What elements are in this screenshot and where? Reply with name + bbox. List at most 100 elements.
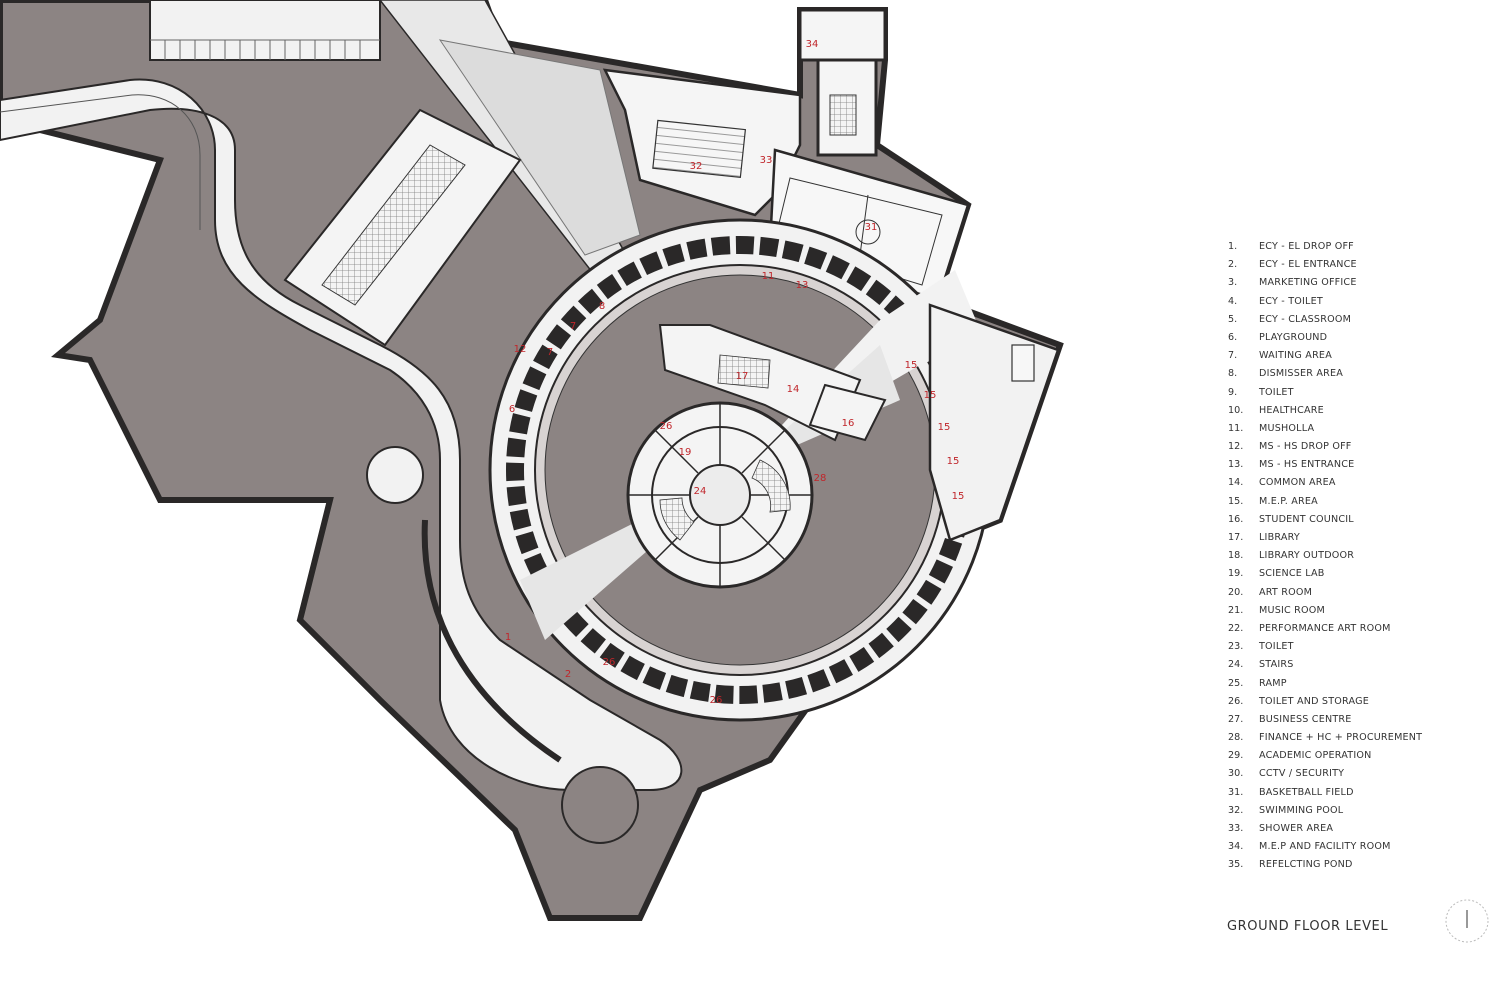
legend-number: 34. xyxy=(1228,841,1244,853)
parking-stalls xyxy=(150,39,380,60)
student-council-block xyxy=(808,383,887,442)
legend-number: 13. xyxy=(1228,459,1244,471)
legend-item: 21.MUSIC ROOM xyxy=(1228,604,1422,622)
legend-label: PERFORMANCE ART ROOM xyxy=(1259,622,1391,634)
legend-number: 6. xyxy=(1228,331,1238,343)
legend-item: 17. LIBRARY xyxy=(1228,531,1422,549)
legend-number: 17. xyxy=(1228,532,1244,543)
room-label-28: 28 xyxy=(814,473,827,484)
room-label-26: 26 xyxy=(660,421,673,432)
legend-item: 14. COMMON AREA xyxy=(1228,476,1422,494)
room-label-26: 26 xyxy=(710,695,723,706)
legend-label: SWIMMING POOL xyxy=(1259,804,1344,816)
legend-number: 12. xyxy=(1228,441,1244,453)
legend-label: MS - HS ENTRANCE xyxy=(1259,459,1355,471)
legend-item: 19.SCIENCE LAB xyxy=(1228,567,1422,585)
legend-label: ECY - EL ENTRANCE xyxy=(1259,259,1357,271)
legend-label: TOILET xyxy=(1259,641,1294,653)
room-label-12: 12 xyxy=(514,344,527,355)
legend-label: TOILET AND STORAGE xyxy=(1259,695,1370,707)
legend-item: 20.ART ROOM xyxy=(1228,586,1422,604)
legend-label: ACADEMIC OPERATION xyxy=(1259,750,1372,762)
room-label-6: 6 xyxy=(509,404,515,415)
room-label-31: 31 xyxy=(865,222,878,233)
legend-label: WAITING AREA xyxy=(1259,350,1332,362)
legend-item: 35. REFELCTING POND xyxy=(1228,858,1422,876)
roundabout-upper xyxy=(366,446,424,504)
legend-item: 13. MS - HS ENTRANCE xyxy=(1228,458,1422,476)
legend-label: BASKETBALL FIELD xyxy=(1259,786,1354,798)
legend-item: 33.SHOWER AREA xyxy=(1228,822,1422,840)
room-label-8: 8 xyxy=(599,301,605,312)
legend-item: 10. HEALTHCARE xyxy=(1228,404,1422,422)
legend-number: 3. xyxy=(1228,277,1238,289)
legend-number: 1. xyxy=(1228,241,1238,252)
room-label-15: 15 xyxy=(947,456,960,467)
east-service-box xyxy=(1011,344,1035,382)
legend-label: RAMP xyxy=(1259,677,1287,689)
legend-item: 24.STAIRS xyxy=(1228,658,1422,676)
legend-item: 16.STUDENT COUNCIL xyxy=(1228,513,1422,531)
legend-item: 26. TOILET AND STORAGE xyxy=(1228,695,1422,713)
legend-item: 34. M.E.P AND FACILITY ROOM xyxy=(1228,840,1422,858)
legend-label: REFELCTING POND xyxy=(1259,859,1353,871)
plan-title: GROUND FLOOR LEVEL xyxy=(1227,919,1389,934)
legend-number: 22. xyxy=(1228,622,1244,634)
library-block xyxy=(658,324,862,442)
room-label-15: 15 xyxy=(952,491,965,502)
legend-number: 33. xyxy=(1228,823,1244,834)
legend-label: MUSHOLLA xyxy=(1259,422,1315,434)
legend-number: 27. xyxy=(1228,713,1244,725)
legend-number: 23. xyxy=(1228,641,1244,653)
legend-number: 5. xyxy=(1228,313,1238,325)
legend-label: CCTV / SECURITY xyxy=(1259,768,1345,780)
legend-label: ECY - EL DROP OFF xyxy=(1259,241,1354,252)
legend-item: 12.MS - HS DROP OFF xyxy=(1228,440,1422,458)
room-labels: 8 7 7 12 6 11 13 15 15 15 15 15 17 14 16… xyxy=(505,39,965,706)
legend-number: 35. xyxy=(1228,859,1244,871)
legend-item: 29.ACADEMIC OPERATION xyxy=(1228,749,1422,767)
legend-item: 31. BASKETBALL FIELD xyxy=(1228,786,1422,804)
legend-label: ECY - CLASSROOM xyxy=(1259,313,1352,325)
legend-label: M.E.P. AREA xyxy=(1259,495,1318,507)
room-label-26: 26 xyxy=(603,657,616,668)
legend-number: 18. xyxy=(1228,550,1244,562)
legend-number: 20. xyxy=(1228,586,1244,598)
legend-item: 23. TOILET xyxy=(1228,640,1422,658)
reflecting-pond xyxy=(561,766,639,844)
room-label-15: 15 xyxy=(905,360,918,371)
legend-label: M.E.P AND FACILITY ROOM xyxy=(1259,841,1391,853)
legend-label: LIBRARY xyxy=(1259,532,1300,543)
legend-label: TOILET xyxy=(1259,386,1294,398)
room-label-15: 15 xyxy=(924,390,937,401)
room-label-15: 15 xyxy=(938,422,951,433)
room-label-2: 2 xyxy=(565,669,571,680)
room-label-7: 7 xyxy=(570,321,576,332)
legend-item: 22. PERFORMANCE ART ROOM xyxy=(1228,622,1422,640)
legend-number: 7. xyxy=(1228,350,1238,362)
legend-number: 31. xyxy=(1228,786,1244,798)
perimeter-ramp xyxy=(421,519,562,763)
legend-number: 9. xyxy=(1228,386,1238,398)
entrance-plaza-wedge xyxy=(438,39,641,256)
room-label-13: 13 xyxy=(796,280,809,291)
legend-number: 26. xyxy=(1228,695,1244,707)
legend-number: 32. xyxy=(1228,804,1244,816)
legend-number: 11. xyxy=(1228,422,1244,434)
legend-number: 10. xyxy=(1228,404,1244,416)
legend-number: 28. xyxy=(1228,732,1244,744)
legend-number: 19. xyxy=(1228,568,1244,580)
legend-label: BUSINESS CENTRE xyxy=(1259,713,1352,725)
shower-mep-wing xyxy=(798,8,887,157)
legend-number: 14. xyxy=(1228,477,1244,489)
legend-item: 28.FINANCE + HC + PROCUREMENT xyxy=(1228,731,1422,749)
room-label-17: 17 xyxy=(736,371,749,382)
legend-label: MARKETING OFFICE xyxy=(1259,277,1357,289)
pool-building xyxy=(602,68,802,217)
legend-label: HEALTHCARE xyxy=(1259,404,1324,416)
legend-number: 2. xyxy=(1228,259,1238,271)
room-label-34: 34 xyxy=(806,39,819,50)
legend-label: COMMON AREA xyxy=(1259,477,1336,489)
covered-parking xyxy=(283,108,522,347)
legend-item: 18.LIBRARY OUTDOOR xyxy=(1228,549,1422,567)
